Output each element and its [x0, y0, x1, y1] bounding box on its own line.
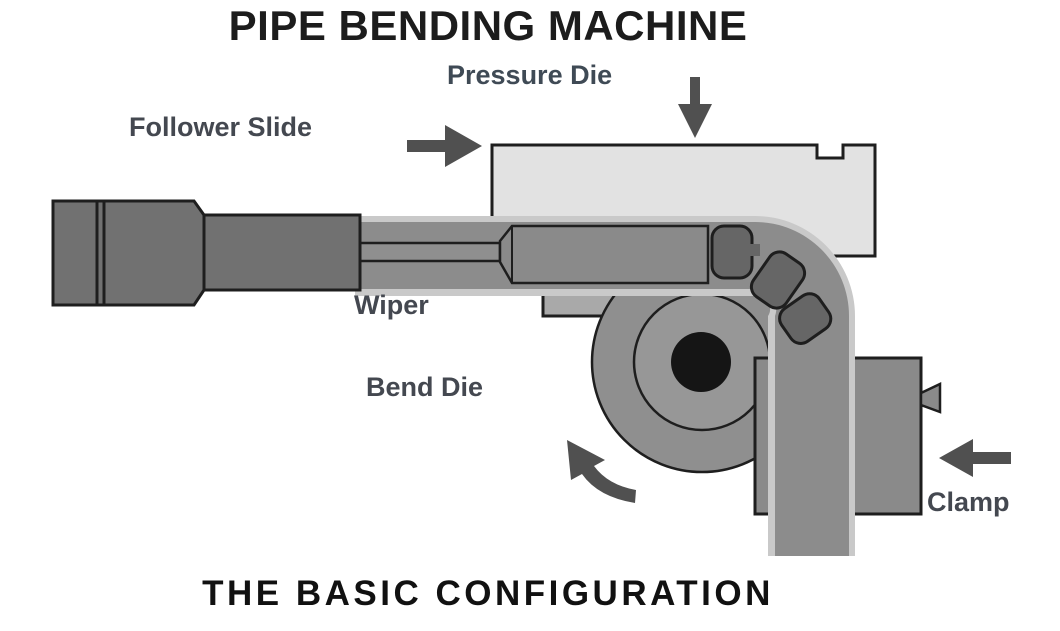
label-follower-slide: Follower Slide [129, 112, 313, 142]
label-bend-die: Bend Die [366, 372, 484, 402]
mandrel-balls [710, 224, 833, 345]
booster-cylinder [51, 199, 362, 307]
follower-slide-arrow-icon [407, 125, 482, 167]
diagram-title: PIPE BENDING MACHINE [228, 2, 748, 49]
bend-die-hub [671, 332, 731, 392]
label-pressure-die: Pressure Die [447, 60, 613, 90]
pressure-die-arrow-icon [678, 77, 712, 138]
clamp-arrow-icon [939, 439, 1011, 477]
label-wiper: Wiper [354, 290, 429, 320]
label-clamp: Clamp [927, 487, 1010, 517]
diagram-subtitle: THE BASIC CONFIGURATION [202, 574, 774, 613]
clamp-nub [919, 382, 942, 414]
bend-direction-arrow-icon [567, 440, 636, 503]
mandrel-rod [358, 241, 502, 263]
mandrel-body [498, 224, 710, 285]
